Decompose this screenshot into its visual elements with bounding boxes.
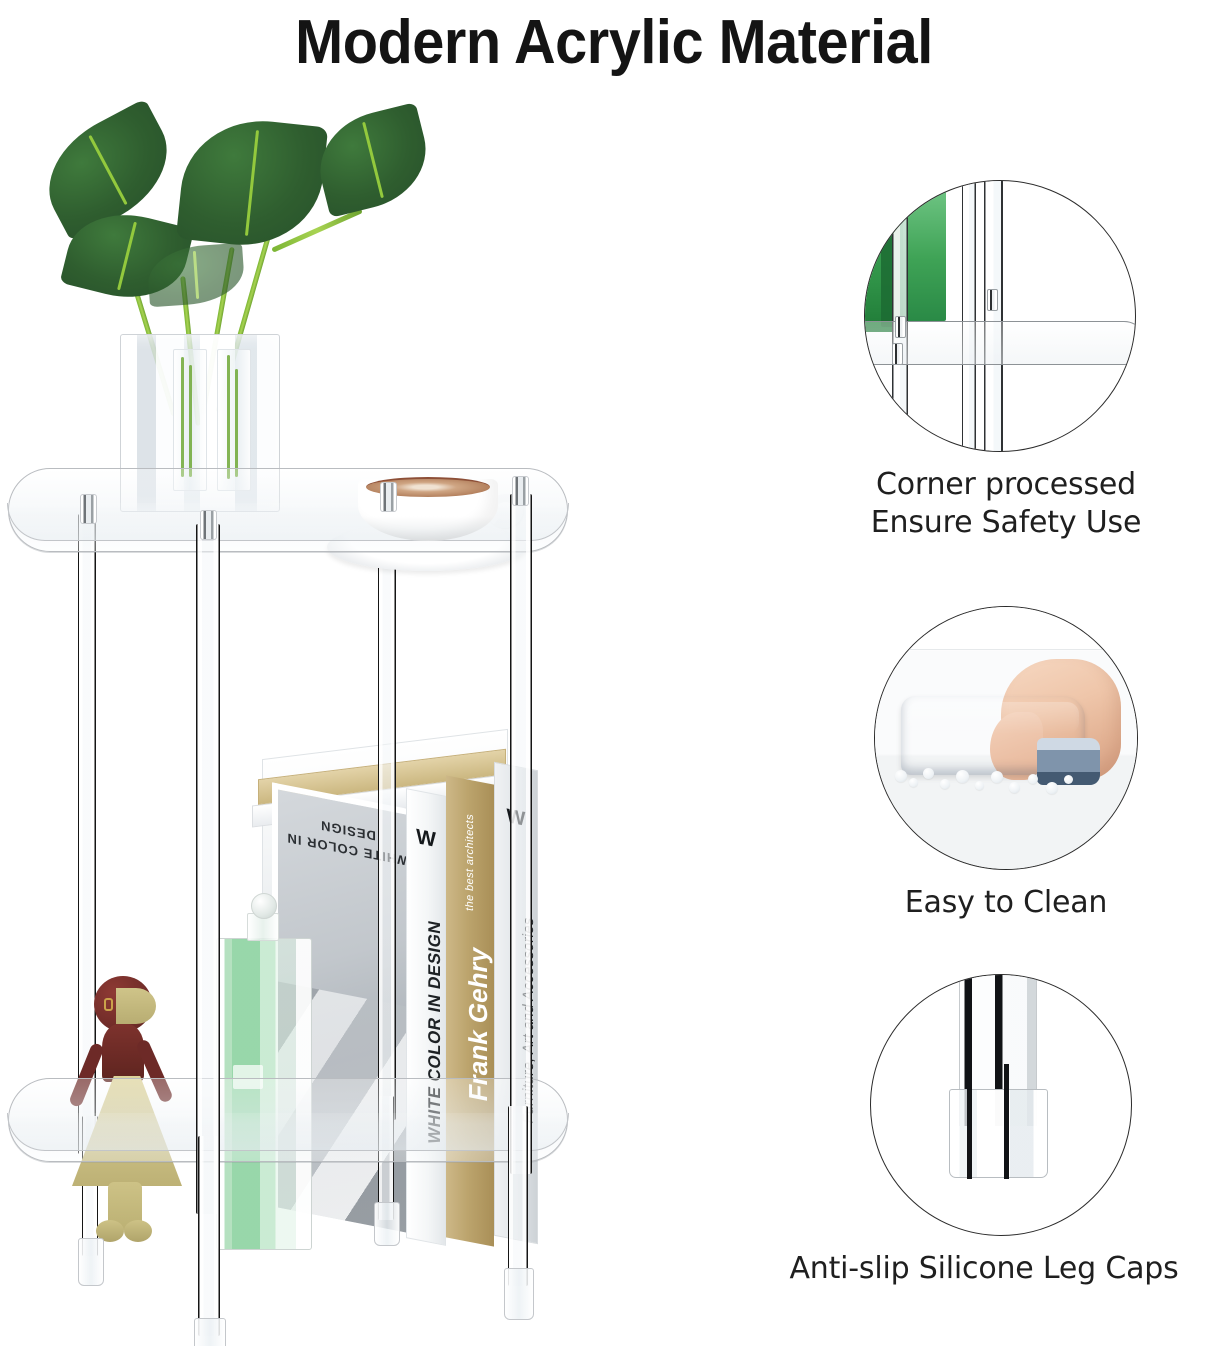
leg-connector	[380, 482, 397, 512]
leg-connector	[200, 510, 217, 540]
feature-image-leg-cap	[870, 974, 1132, 1236]
feature-easy-to-clean: Easy to Clean	[826, 600, 1186, 950]
plant-leaf	[308, 102, 438, 218]
bottom-shelf	[7, 1078, 569, 1162]
product-photo: WHITE COLOR IN DESIGN W Furniture, Art a…	[0, 96, 820, 1346]
leg-connector-in-closeup	[986, 289, 998, 311]
feature-image-corner-processed	[864, 180, 1136, 452]
leg-in-closeup	[962, 181, 976, 451]
book-spine-white-color: W WHITE COLOR IN DESIGN	[406, 788, 446, 1246]
table-leg	[78, 514, 96, 1154]
book-spine-title: Frank Gehry	[463, 945, 493, 1105]
table-leg	[196, 524, 220, 1214]
water-bubbles	[891, 759, 1095, 796]
microfiber-cloth	[901, 696, 1084, 775]
book-logo: W	[416, 825, 436, 852]
feature-caption-corner-processed: Corner processed Ensure Safety Use	[870, 467, 1142, 540]
book-spine-subtitle: the best architects	[464, 812, 476, 913]
table-leg-lower	[198, 1136, 220, 1336]
green-bottle-reflection	[902, 181, 946, 322]
leg-connector	[80, 494, 97, 524]
silicone-cap-in-closeup	[949, 1064, 1048, 1179]
silicone-leg-cap	[374, 1202, 400, 1246]
leg-connector-in-closeup	[892, 343, 903, 365]
leg-in-closeup	[983, 181, 1003, 451]
silicone-leg-cap	[194, 1318, 226, 1346]
coffee-surface	[366, 477, 490, 497]
book-spine-frank-gehry: the best architects Frank Gehry	[446, 775, 494, 1247]
feature-caption-easy-to-clean: Easy to Clean	[904, 885, 1108, 920]
silicone-leg-cap	[504, 1268, 534, 1320]
silicone-leg-cap	[78, 1238, 104, 1286]
page-title: Modern Acrylic Material	[295, 8, 933, 77]
thumb	[990, 711, 1043, 780]
feature-anti-slip-leg-caps: Anti-slip Silicone Leg Caps	[740, 960, 1228, 1300]
leg-connector	[512, 476, 529, 506]
leg-connector-in-closeup	[894, 316, 906, 338]
table-leg	[378, 500, 396, 1120]
feature-corner-processed: Corner processed Ensure Safety Use	[826, 170, 1186, 590]
feature-caption-anti-slip-leg-caps: Anti-slip Silicone Leg Caps	[789, 1251, 1179, 1286]
feature-image-easy-to-clean	[874, 606, 1138, 870]
table-leg-lower	[508, 1106, 528, 1286]
table-leg	[510, 494, 532, 1174]
shelf-edge-in-closeup	[865, 321, 1135, 365]
